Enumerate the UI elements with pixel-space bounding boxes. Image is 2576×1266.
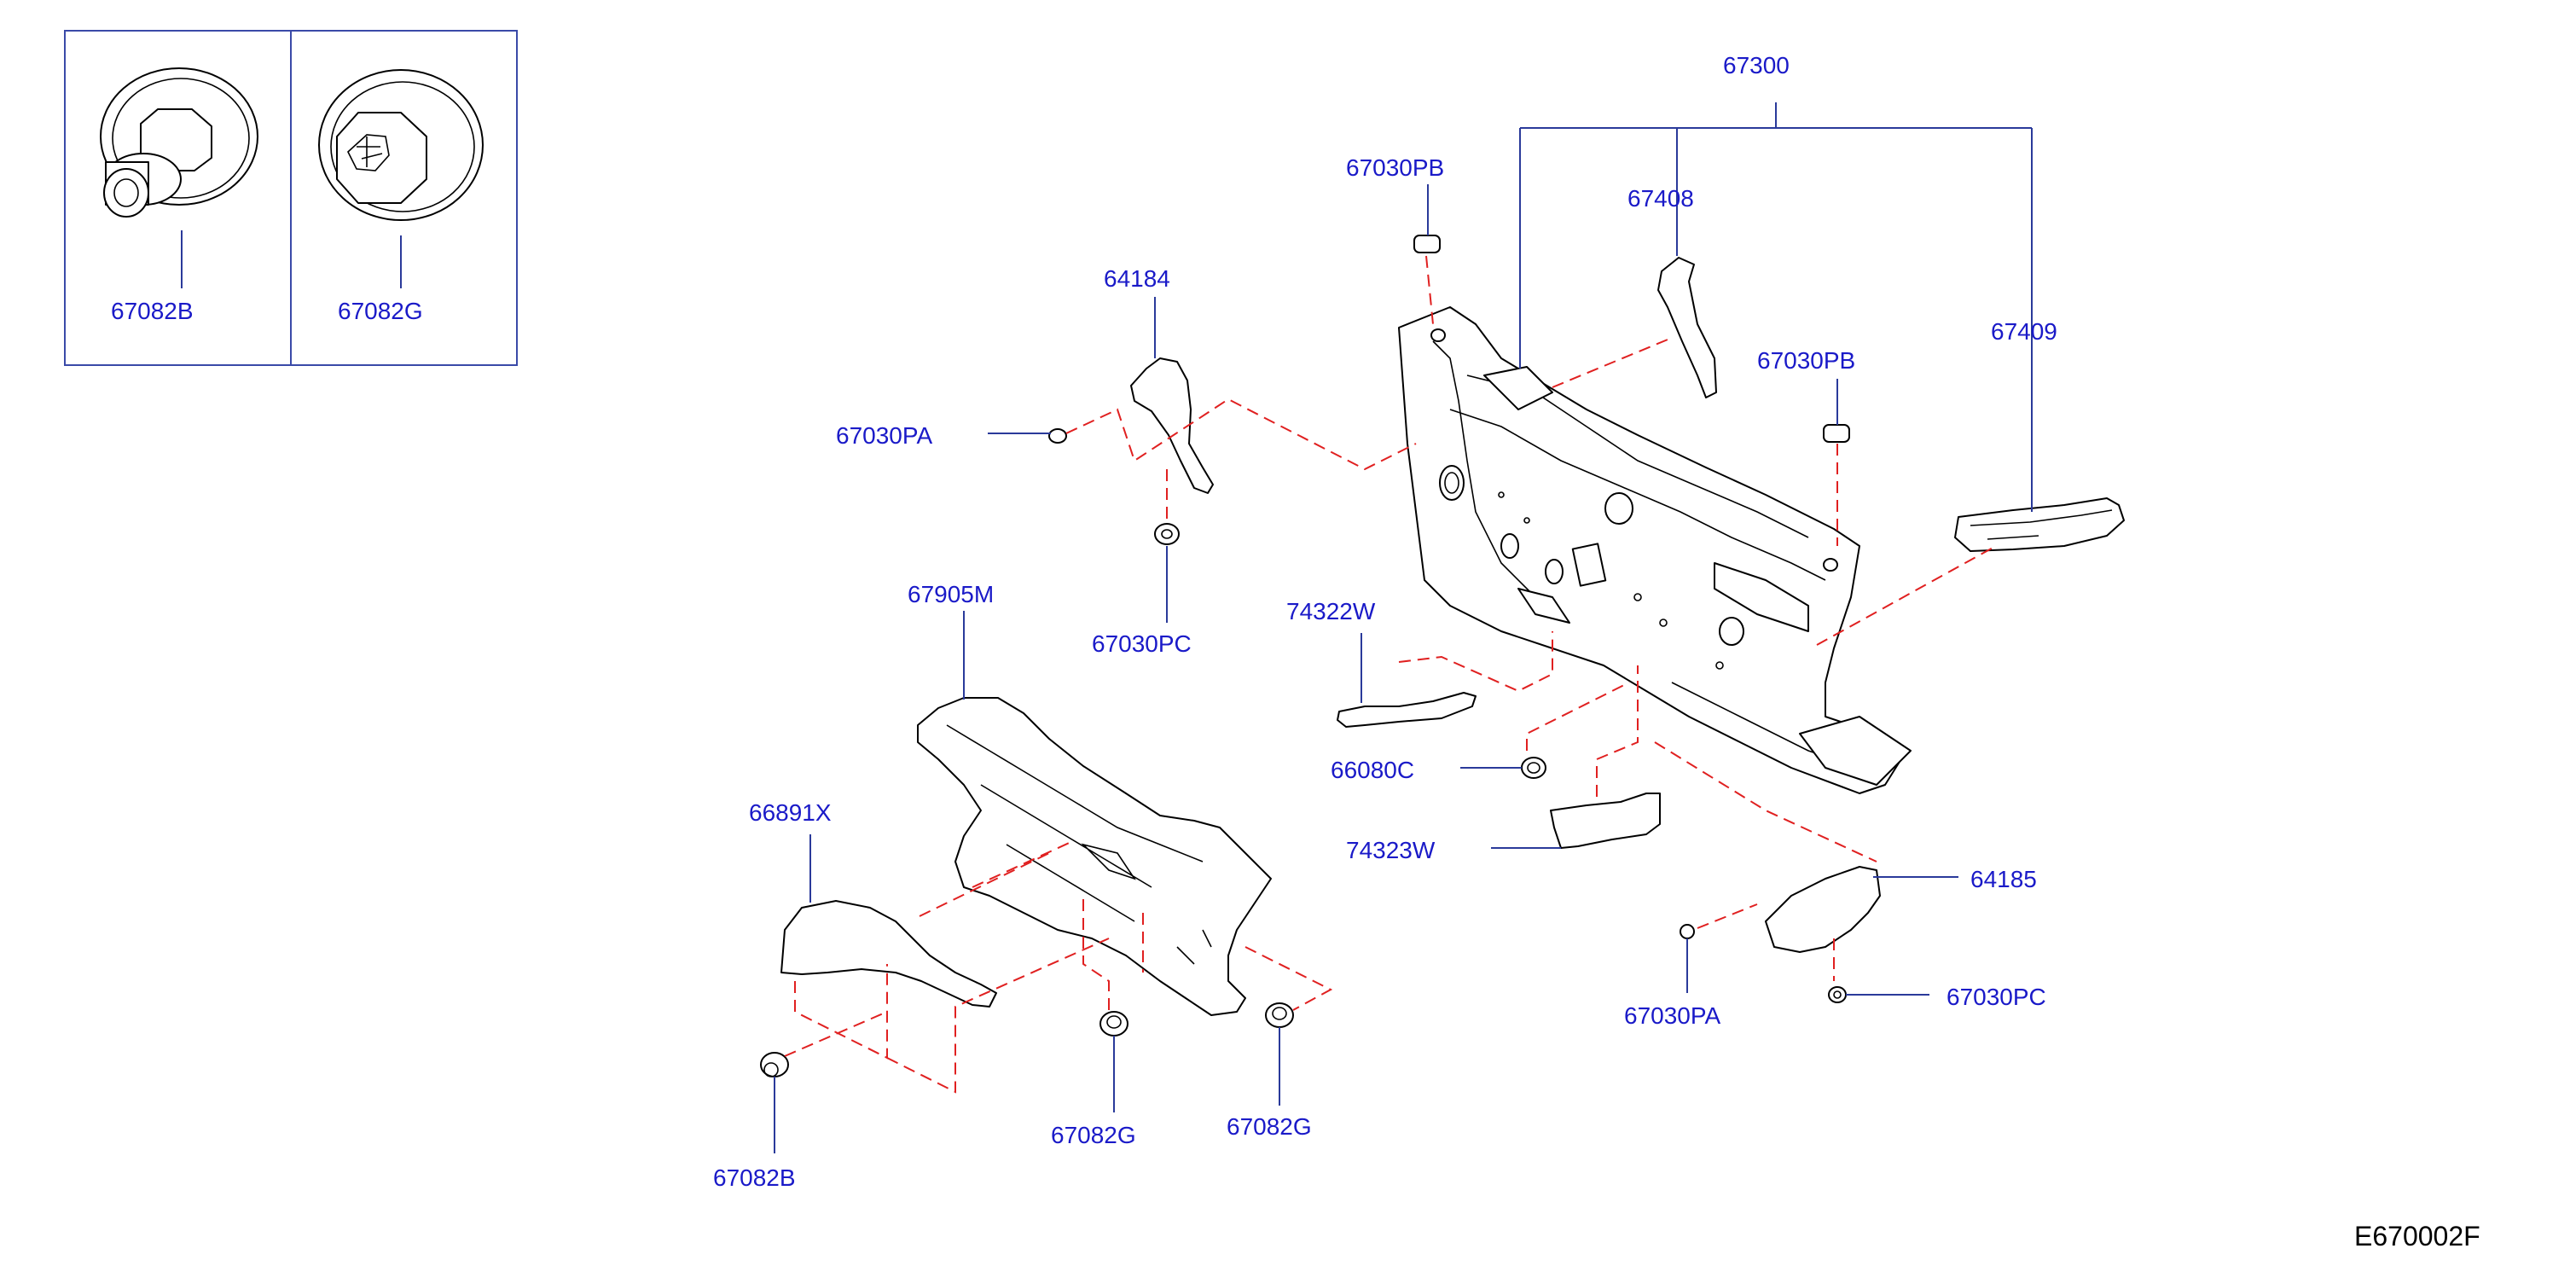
bracket-64185 <box>1765 866 1881 953</box>
callout-64184: 64184 <box>1104 265 1170 292</box>
callout-66080c: 66080C <box>1331 757 1414 783</box>
diagram-id: E670002F <box>2354 1221 2480 1251</box>
callout-67082g-right: 67082G <box>1227 1113 1312 1140</box>
bracket-64184 <box>1130 357 1214 494</box>
callout-67030pc-right: 67030PC <box>1947 984 2046 1010</box>
dash-panel-67300 <box>1398 306 1912 794</box>
leader-lines <box>774 102 2033 1153</box>
callout-74322w: 74322W <box>1286 598 1376 624</box>
label-67082g-inset: 67082G <box>338 298 423 324</box>
callout-67030pa-right: 67030PA <box>1624 1002 1720 1029</box>
clip-67082g-icon <box>318 69 484 221</box>
grommet-66080c <box>1521 757 1546 779</box>
callout-67030pb-top: 67030PB <box>1346 154 1444 181</box>
nut-67030pc-left <box>1154 523 1180 545</box>
insulator-67905m-detail <box>946 724 1212 965</box>
bracket-74322w <box>1337 692 1477 728</box>
insulator-66891x <box>780 900 997 1008</box>
callout-67905m: 67905M <box>908 581 994 607</box>
callout-74323w: 74323W <box>1346 837 1436 863</box>
clip-67082g-mid <box>1099 1011 1128 1037</box>
callout-67300: 67300 <box>1723 52 1790 78</box>
grommet-67030pb-right <box>1823 424 1850 443</box>
clip-67082b-icon <box>100 67 258 218</box>
callout-67030pa-left: 67030PA <box>836 422 932 449</box>
fastener-inset: 67082B 67082G <box>64 30 518 366</box>
nut-67030pc-right <box>1828 986 1847 1003</box>
label-67082b-inset: 67082B <box>111 298 194 324</box>
grommet-67030pb-top <box>1413 235 1441 253</box>
plug-67030pa-right <box>1680 924 1695 939</box>
plug-67030pa-left <box>1048 428 1067 444</box>
callout-67409: 67409 <box>1991 318 2057 345</box>
callout-67082g-mid: 67082G <box>1051 1122 1136 1148</box>
callout-67082b-bottom: 67082B <box>713 1164 796 1191</box>
callout-64185: 64185 <box>1970 866 2037 892</box>
callout-67408: 67408 <box>1627 185 1694 212</box>
callout-67030pb-right: 67030PB <box>1757 347 1855 374</box>
clip-67082b-bottom <box>760 1052 789 1077</box>
bracket-67408 <box>1657 257 1717 398</box>
phantom-lines <box>784 255 1997 1094</box>
bracket-74323w <box>1550 793 1661 849</box>
bracket-67409-detail <box>1970 509 2113 540</box>
callout-66891x: 66891X <box>749 799 832 826</box>
callout-67030pc-left: 67030PC <box>1092 630 1192 657</box>
clip-67082g-right <box>1265 1002 1294 1028</box>
